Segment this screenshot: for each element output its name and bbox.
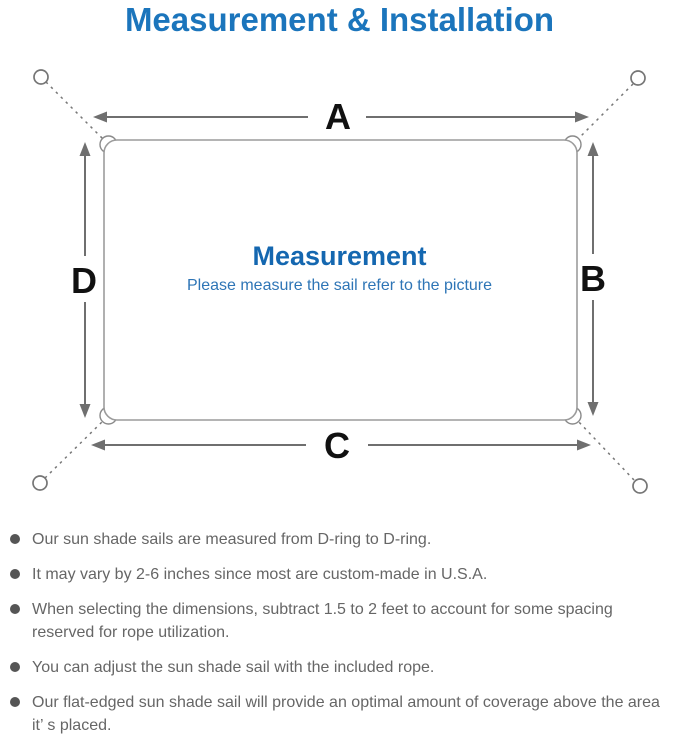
arrowhead-right-icon bbox=[575, 111, 589, 123]
measurement-diagram: A B C D bbox=[32, 69, 648, 494]
list-item: When selecting the dimensions, subtract … bbox=[10, 598, 667, 644]
dimension-label-b: B bbox=[580, 258, 606, 299]
arrowhead-down-icon bbox=[587, 402, 599, 416]
arrow-b bbox=[587, 142, 599, 416]
anchor-rings bbox=[32, 69, 648, 494]
bullet-dot-icon bbox=[10, 569, 20, 579]
arrowhead-up-icon bbox=[587, 142, 599, 156]
list-item: Our sun shade sails are measured from D-… bbox=[10, 528, 667, 551]
bullet-dot-icon bbox=[10, 604, 20, 614]
list-item: Our flat-edged sun shade sail will provi… bbox=[10, 691, 667, 737]
dimension-label-a: A bbox=[325, 96, 351, 137]
dimension-label-c: C bbox=[324, 425, 350, 466]
arrow-c bbox=[91, 439, 591, 451]
list-item: You can adjust the sun shade sail with t… bbox=[10, 656, 667, 679]
arrowhead-left-icon bbox=[91, 439, 105, 451]
note-text: You can adjust the sun shade sail with t… bbox=[32, 659, 435, 676]
sail-outline bbox=[103, 139, 578, 421]
dashed-tether-line-bottom-right bbox=[576, 419, 635, 481]
bullet-dot-icon bbox=[10, 662, 20, 672]
arrowhead-up-icon bbox=[79, 142, 91, 156]
dimension-label-d: D bbox=[71, 260, 97, 301]
note-text: Our sun shade sails are measured from D-… bbox=[32, 531, 432, 548]
arrow-d bbox=[79, 142, 91, 418]
measurement-arrows bbox=[79, 111, 599, 451]
note-text: Our flat-edged sun shade sail will provi… bbox=[32, 694, 660, 734]
bullet-dot-icon bbox=[10, 697, 20, 707]
note-text: When selecting the dimensions, subtract … bbox=[32, 601, 613, 641]
arrowhead-left-icon bbox=[93, 111, 107, 123]
list-item: It may vary by 2-6 inches since most are… bbox=[10, 563, 667, 586]
dashed-tether-line-bottom-left bbox=[44, 419, 105, 479]
dashed-tether-line-top-right bbox=[576, 83, 634, 141]
page-title: Measurement & Installation bbox=[124, 1, 555, 38]
arrow-a bbox=[93, 111, 589, 123]
dashed-tether-line-top-left bbox=[45, 81, 105, 141]
anchor-ring-icon-top-right bbox=[630, 70, 646, 86]
notes-list: Our sun shade sails are measured from D-… bbox=[10, 528, 667, 739]
anchor-ring-icon-top-left bbox=[33, 69, 49, 85]
bullet-dot-icon bbox=[10, 534, 20, 544]
arrowhead-down-icon bbox=[79, 404, 91, 418]
anchor-ring-icon-bottom-left bbox=[32, 475, 48, 491]
arrowhead-right-icon bbox=[577, 439, 591, 451]
note-text: It may vary by 2-6 inches since most are… bbox=[32, 566, 488, 583]
anchor-ring-icon-bottom-right bbox=[632, 478, 648, 494]
